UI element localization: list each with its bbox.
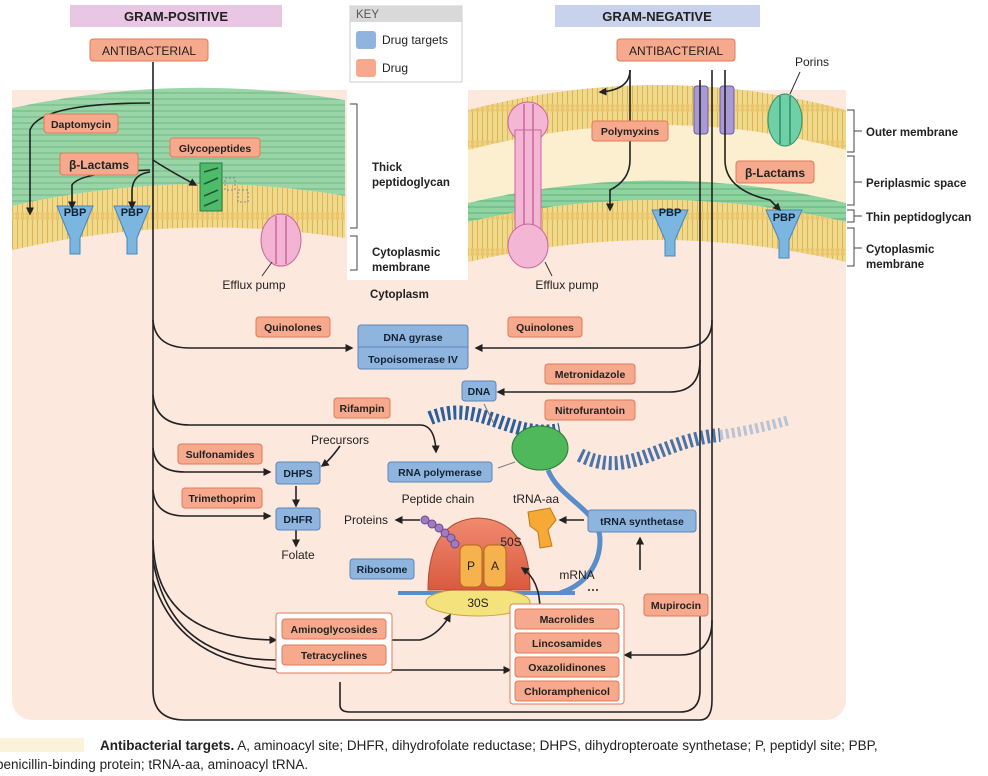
- glycopeptides-label: Glycopeptides: [179, 143, 252, 155]
- beta-lactams-left-label: β-Lactams: [69, 158, 129, 172]
- label-thick: Thick: [372, 162, 403, 174]
- trna-synthetase-label: tRNA synthetase: [600, 516, 684, 528]
- trimethoprim-label: Trimethoprim: [188, 493, 255, 505]
- rifampin-label: Rifampin: [340, 403, 385, 415]
- label-cytoplasmic-left: Cytoplasmic: [372, 247, 441, 259]
- aminoglycosides-label: Aminoglycosides: [291, 624, 378, 636]
- a-site: [483, 544, 507, 588]
- label-periplasmic-space: Periplasmic space: [866, 178, 966, 190]
- label-cytoplasmic-right: Cytoplasmic: [866, 244, 935, 256]
- gram-negative-cytoplasmic-membrane: [468, 200, 846, 262]
- pbp-label-4: PBP: [773, 212, 796, 224]
- mrna-strand: [545, 468, 603, 596]
- p-site-label: P: [467, 559, 475, 573]
- 30s-label: 30S: [467, 596, 488, 610]
- gram-negative-thin-peptidoglycan: [468, 180, 846, 222]
- trna-aa-shape: [527, 507, 557, 549]
- pbp-shape-4: [765, 209, 803, 259]
- legend: KEY Drug targets Drug: [349, 5, 463, 83]
- label-thin-peptidoglycan: Thin peptidoglycan: [866, 212, 971, 224]
- efflux-pump-left-shape: [260, 213, 302, 267]
- daptomycin-label: Daptomycin: [51, 119, 111, 131]
- peptidoglycan-subunit-icon: [199, 162, 249, 212]
- rna-polymerase-shape: [511, 425, 569, 471]
- caption-line-2: penicillin-binding protein; tRNA-aa, ami…: [0, 757, 309, 772]
- beta-lactams-right-label: β-Lactams: [745, 166, 805, 180]
- mrna-label: mRNA: [559, 568, 594, 582]
- target-boxes: [275, 324, 697, 580]
- efflux-pump-left-label: Efflux pump: [222, 278, 285, 292]
- gram-positive-title: GRAM-POSITIVE: [124, 9, 228, 24]
- pbp-label-1: PBP: [64, 207, 87, 219]
- metronidazole-label: Metronidazole: [555, 369, 626, 381]
- pbp-shape-3: [651, 209, 689, 257]
- pbp-shape-2: [113, 205, 151, 255]
- pbp-label-2: PBP: [121, 207, 144, 219]
- quinolones-left-label: Quinolones: [264, 322, 322, 334]
- quinolones-right-label: Quinolones: [516, 322, 574, 334]
- p-site: [459, 544, 483, 588]
- efflux-pump-right-label: Efflux pump: [535, 278, 598, 292]
- dhps-label: DHPS: [283, 468, 312, 480]
- proteins-label: Proteins: [344, 513, 388, 527]
- dna-gyrase-label: DNA gyrase: [383, 332, 442, 344]
- outer-membrane-channel: [693, 85, 735, 135]
- caption-title: Antibacterial targets.: [100, 738, 235, 753]
- porin-shape: [767, 93, 803, 147]
- tetracyclines-label: Tetracyclines: [301, 650, 368, 662]
- porins-label: Porins: [795, 55, 829, 69]
- gram-negative-header: [555, 5, 760, 27]
- pbp-label-3: PBP: [659, 207, 682, 219]
- peptide-chain-label: Peptide chain: [402, 492, 475, 506]
- legend-swatch-drug: [356, 59, 376, 77]
- pathway-arrows: [26, 62, 782, 721]
- macrolides-label: Macrolides: [540, 614, 595, 626]
- antibacterial-right-label: ANTIBACTERIAL: [629, 44, 723, 58]
- caption-marker: [0, 738, 84, 752]
- precursors-label: Precursors: [311, 433, 369, 447]
- legend-label-drug: Drug: [382, 61, 408, 75]
- trna-aa-label: tRNA-aa: [513, 492, 559, 506]
- nitrofurantoin-label: Nitrofurantoin: [555, 405, 625, 417]
- pbp-shape-1: [56, 205, 94, 255]
- gram-negative-outer-membrane: [468, 85, 846, 150]
- efflux-pump-right-shape: [507, 101, 549, 269]
- mupirocin-label: Mupirocin: [651, 600, 701, 612]
- label-thick-peptidoglycan: peptidoglycan: [372, 177, 450, 189]
- lincosamides-label: Lincosamides: [532, 638, 602, 650]
- polymyxins-label: Polymyxins: [601, 126, 660, 138]
- gram-negative-title: GRAM-NEGATIVE: [602, 9, 712, 24]
- label-cytoplasm: Cytoplasm: [370, 289, 429, 301]
- legend-swatch-target: [356, 31, 376, 49]
- drug-boxes: [43, 38, 815, 705]
- label-outer-membrane: Outer membrane: [866, 127, 958, 139]
- antibacterial-left-label: ANTIBACTERIAL: [102, 44, 196, 58]
- dhfr-label: DHFR: [283, 514, 313, 526]
- caption-line-1: Antibacterial targets. A, aminoacyl site…: [100, 736, 878, 755]
- gram-positive-header: [70, 5, 282, 27]
- gram-positive-cytoplasmic-membrane: [12, 184, 345, 250]
- dna-label: DNA: [468, 386, 491, 398]
- gram-negative-layer-brackets: [847, 109, 862, 267]
- ribosome-label: Ribosome: [357, 564, 408, 576]
- folate-label: Folate: [281, 548, 315, 562]
- oxazolidinones-label: Oxazolidinones: [528, 662, 606, 674]
- rna-polymerase-label: RNA polymerase: [398, 467, 482, 479]
- gram-positive-layer-brackets: [350, 103, 358, 271]
- caption-line-1-text: A, aminoacyl site; DHFR, dihydrofolate r…: [234, 738, 878, 753]
- sulfonamides-label: Sulfonamides: [186, 449, 255, 461]
- legend-title: KEY: [356, 9, 379, 21]
- legend-label-target: Drug targets: [382, 33, 448, 47]
- label-membrane-left: membrane: [372, 262, 430, 274]
- 50s-label: 50S: [500, 535, 521, 549]
- topoisomerase-iv-label: Topoisomerase IV: [368, 354, 458, 366]
- chloramphenicol-label: Chloramphenicol: [524, 686, 610, 698]
- peptide-chain-beads: [420, 515, 460, 549]
- label-membrane-right: membrane: [866, 259, 924, 271]
- a-site-label: A: [491, 559, 499, 573]
